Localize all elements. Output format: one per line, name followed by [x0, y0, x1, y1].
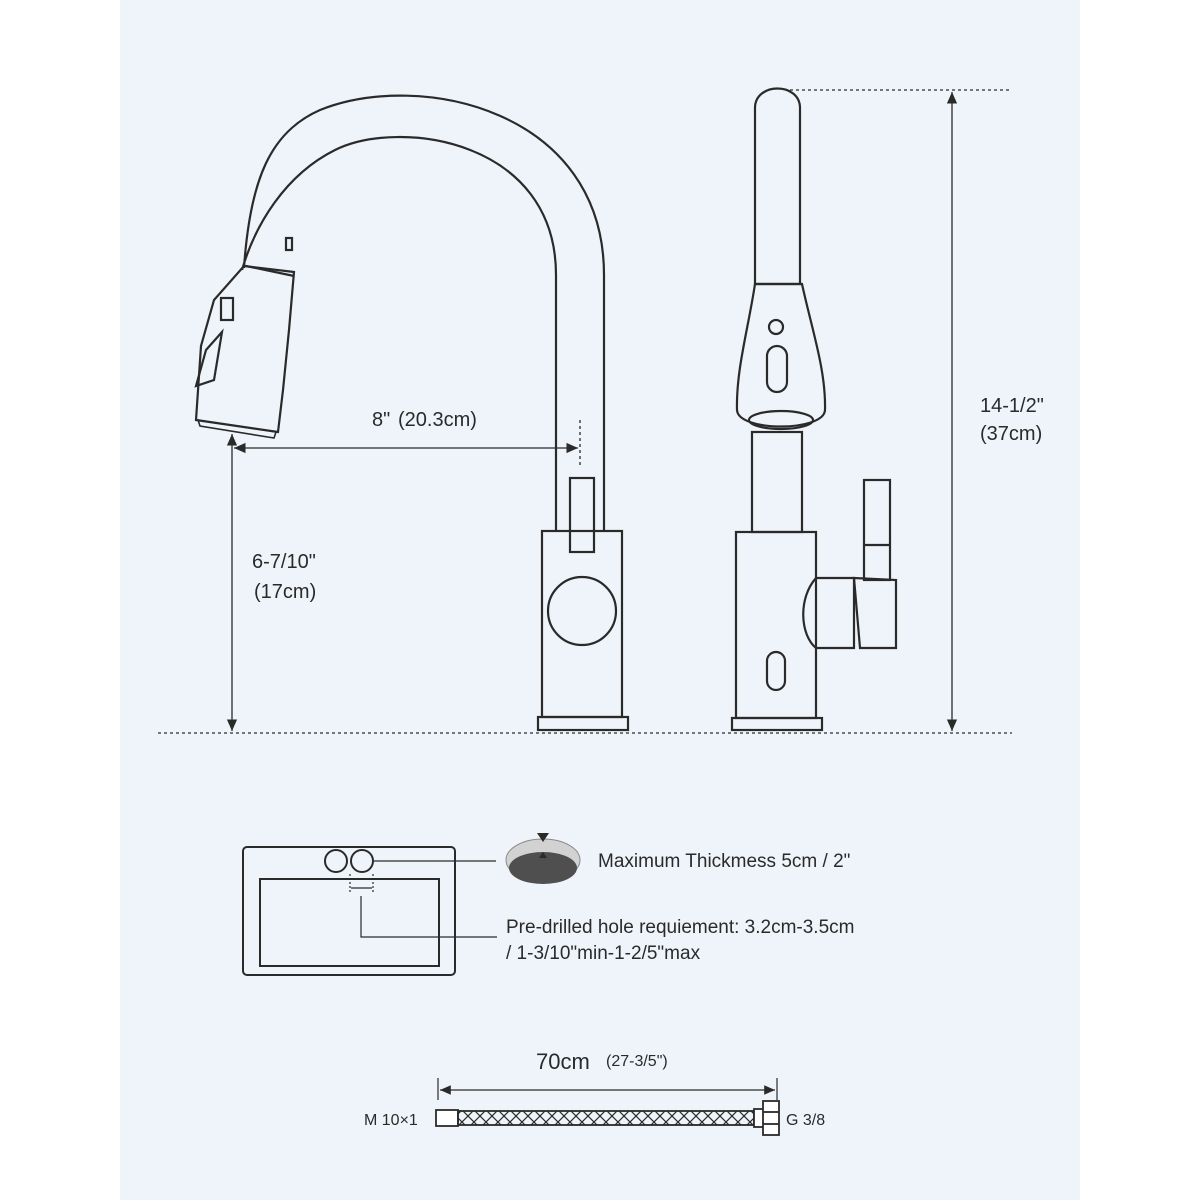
- hole-note-line2: / 1-3/10"min-1-2/5"max: [506, 943, 701, 964]
- sink-callouts: [349, 860, 497, 938]
- hose-left-fitting: [435, 1109, 459, 1127]
- sink-outline: [242, 846, 456, 976]
- braided-hose: [435, 1100, 780, 1136]
- hole-note-line1: Pre-drilled hole requiement: 3.2cm-3.5cm: [506, 917, 855, 938]
- hose-braid: [457, 1110, 755, 1126]
- diagram-background: [120, 0, 1080, 1200]
- side-handle-joint: [802, 576, 856, 650]
- hose-length-sub: (27-3/5"): [606, 1053, 668, 1070]
- spout-height-dimension: 6-7/10" (17cm): [252, 551, 316, 603]
- right-thread-label: G 3/8: [786, 1112, 825, 1129]
- side-handle: [862, 478, 892, 582]
- spray-toggle: [765, 344, 789, 394]
- faucet-side-view: [194, 94, 630, 732]
- faucet-handle: [568, 476, 596, 554]
- total-height-label: 14-1/2": [980, 395, 1044, 417]
- total-height-sub: (37cm): [980, 423, 1042, 445]
- handle-hub: [546, 575, 618, 647]
- hose-length-label: 70cm: [536, 1049, 590, 1074]
- dimension-lines: [158, 89, 1012, 734]
- faucet-base: [536, 715, 630, 732]
- reach-dimension: 8" (20.3cm): [372, 409, 477, 431]
- spray-button-icon: [767, 318, 785, 336]
- front-spout-neck: [753, 87, 802, 285]
- reach-label: 8": [372, 409, 390, 431]
- sensor-window: [765, 650, 787, 692]
- sink-basin: [259, 878, 440, 967]
- sink-hole-right: [350, 849, 374, 873]
- reach-sub: (20.3cm): [398, 409, 477, 431]
- total-height-dimension: 14-1/2" (37cm): [980, 395, 1044, 445]
- sink-top-view: [242, 846, 456, 976]
- gooseneck-spout: [240, 94, 606, 530]
- thickness-note: Maximum Thickmess 5cm / 2": [598, 851, 850, 872]
- faucet-body: [540, 529, 624, 719]
- countertop-thickness-icon: [505, 833, 581, 884]
- spout-height-sub: (17cm): [254, 581, 316, 603]
- pull-down-spray-head: [194, 264, 296, 434]
- front-base: [730, 716, 824, 732]
- sink-hole-left: [324, 849, 348, 873]
- left-thread-label: M 10×1: [364, 1112, 418, 1129]
- hose-right-nut: [762, 1100, 780, 1136]
- front-spray-head: [735, 282, 827, 428]
- hose-length-dimension: 70cm (27-3/5"): [437, 1049, 778, 1100]
- faucet-front-view: [730, 87, 898, 732]
- spout-height-label: 6-7/10": [252, 551, 316, 573]
